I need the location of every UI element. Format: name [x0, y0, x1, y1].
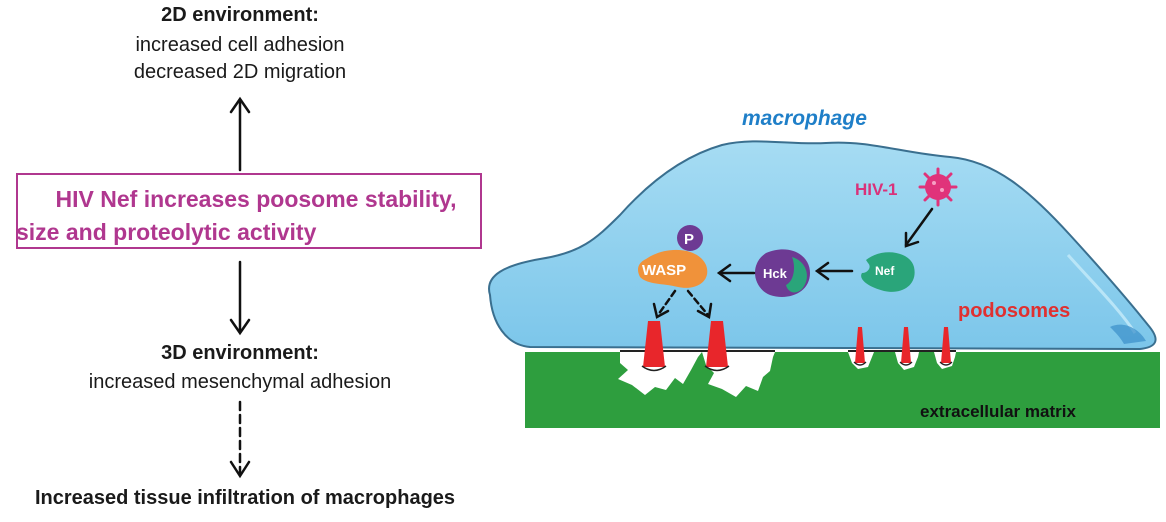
macrophage-diagram: macrophage HIV-1 Nef Hck WASP P podosome… — [488, 107, 1160, 428]
hiv-label: HIV-1 — [855, 180, 898, 199]
title-2d-environment: 2D environment: — [161, 4, 319, 26]
2d-effect-line-1: increased cell adhesion — [135, 34, 345, 56]
arrow-down-head — [229, 318, 251, 336]
podosomes-label: podosomes — [958, 300, 1070, 322]
nef-summary-box — [16, 173, 482, 249]
arrow-nef-to-hck — [814, 261, 854, 281]
3d-effect-line: increased mesenchymal adhesion — [88, 371, 392, 393]
phosphate-label: P — [684, 231, 694, 248]
hck-protein — [754, 249, 810, 297]
nef-summary-line-2: size and proteolytic activity — [16, 219, 317, 245]
hck-label: Hck — [763, 266, 788, 281]
title-3d-environment: 3D environment: — [161, 342, 319, 364]
podosome-left-2 — [706, 321, 728, 367]
arrow-hck-to-wasp — [716, 263, 756, 283]
arrowhead-wasp-to-podosome-2 — [696, 302, 713, 319]
wasp-protein — [638, 249, 708, 288]
podosome-right-tips — [853, 361, 953, 366]
podosome-right-3 — [941, 327, 951, 363]
podosome-left-1-tip — [641, 365, 667, 372]
arrow-virus-to-nef — [904, 207, 934, 248]
phosphate-icon — [677, 225, 703, 251]
podosome-left-1 — [643, 321, 665, 367]
extracellular-matrix-label: extracellular matrix — [920, 402, 1076, 421]
arrow-dashed-head — [229, 460, 251, 479]
podosome-left-2-tip — [704, 365, 730, 372]
podosome-right-2 — [901, 327, 911, 363]
arrowhead-wasp-to-podosome-1 — [652, 302, 670, 319]
nef-protein — [861, 252, 915, 292]
nef-label: Nef — [875, 264, 895, 278]
macrophage-label: macrophage — [742, 107, 867, 130]
macrophage-cell-body — [488, 140, 1157, 351]
arrows-wasp-to-podosomes — [656, 289, 710, 317]
matrix-degradation-left — [618, 352, 702, 395]
hiv-virus-icon — [918, 167, 958, 207]
wasp-label: WASP — [642, 262, 686, 279]
2d-effect-line-2: decreased 2D migration — [133, 61, 347, 83]
podosome-right-1 — [855, 327, 865, 363]
nef-summary-line-1: HIV Nef increases poosome stability, — [55, 186, 457, 212]
outcome-text: Increased tissue infiltration of macroph… — [34, 487, 456, 509]
flow-arrows — [229, 96, 251, 479]
cell-edge-highlight — [1066, 253, 1137, 334]
arrow-up-head — [229, 96, 251, 114]
cell-edge-shadow — [1110, 324, 1146, 344]
